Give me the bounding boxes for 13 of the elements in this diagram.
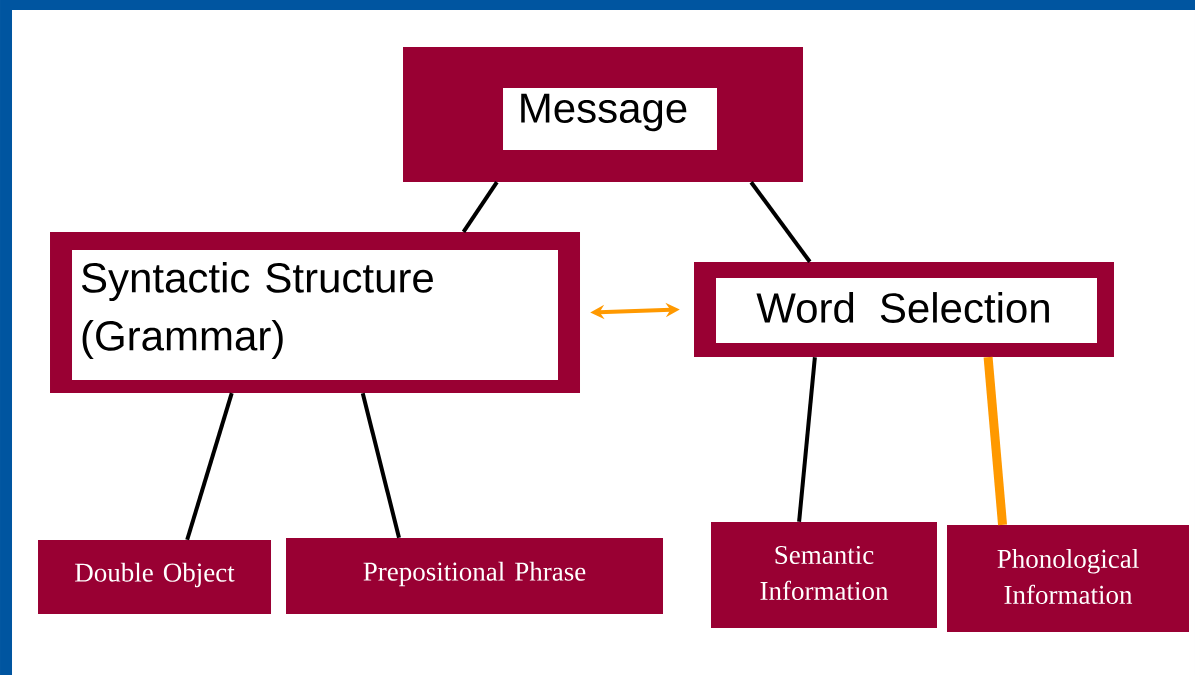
label-box: Double Object: [38, 540, 271, 614]
connector-line: [360, 392, 401, 539]
connector-line: [797, 357, 817, 522]
connector-line: [983, 356, 1008, 526]
title-box: Word Selection: [694, 262, 1114, 357]
connector-line: [185, 392, 234, 541]
title-box: Message: [403, 47, 803, 182]
label-box: Phonological Information: [947, 525, 1189, 632]
connector-line: [461, 181, 499, 233]
label-box: Prepositional Phrase: [286, 538, 663, 614]
title-box: Syntactic Structure (Grammar): [50, 232, 580, 393]
connector-line: [749, 181, 812, 263]
label-box: Semantic Information: [711, 522, 937, 628]
